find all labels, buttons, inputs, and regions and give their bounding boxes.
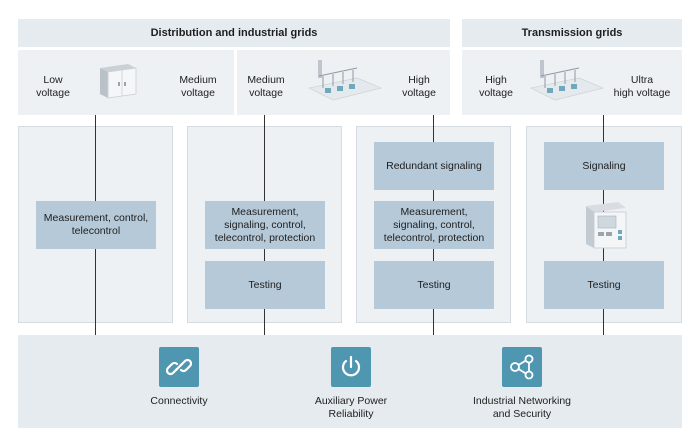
medium-voltage-label-b: Medium voltage [240, 74, 292, 100]
box-col1-main-label: Measurement, control, telecontrol [43, 212, 149, 237]
power-label-line2: Reliability [328, 408, 374, 420]
medium-voltage-a-line2: voltage [181, 87, 215, 99]
distribution-header-label: Distribution and industrial grids [150, 27, 318, 39]
networking-label-line1: Industrial Networking [472, 395, 572, 407]
box-col3-testing-label: Testing [417, 278, 451, 291]
box-col3-main-label: Measurement, signaling, control, telecon… [383, 205, 485, 244]
box-col3-testing: Testing [374, 261, 494, 309]
power-icon [331, 347, 371, 387]
box-col2-main-label: Measurement, signaling, control, telecon… [214, 205, 316, 244]
networking-label: Industrial Networking and Security [462, 395, 582, 421]
box-col4-testing-label: Testing [587, 278, 621, 291]
high-voltage-label-a: High voltage [396, 74, 442, 100]
transmission-header-label: Transmission grids [521, 27, 623, 39]
medium-voltage-b-line2: voltage [249, 87, 283, 99]
link-icon [159, 347, 199, 387]
low-voltage-line2: voltage [36, 87, 70, 99]
connectivity-label-text: Connectivity [150, 395, 208, 407]
relay-device-illustration [586, 202, 627, 249]
box-col1-main: Measurement, control, telecontrol [36, 201, 156, 249]
substation-illustration-a [308, 60, 382, 101]
low-voltage-line1: Low [43, 74, 63, 86]
connectivity-label: Connectivity [130, 395, 228, 408]
transmission-header: Transmission grids [462, 19, 682, 47]
ultra-voltage-line1: Ultra [630, 74, 654, 86]
box-col4-testing: Testing [544, 261, 664, 309]
box-col2-testing-label: Testing [248, 278, 282, 291]
ultra-voltage-line2: high voltage [613, 87, 671, 99]
box-col2-testing: Testing [205, 261, 325, 309]
medium-voltage-label-a: Medium voltage [172, 74, 224, 100]
high-voltage-a-line2: voltage [402, 87, 436, 99]
medium-voltage-a-line1: Medium [179, 74, 217, 86]
network-icon [502, 347, 542, 387]
box-col4-signaling-label: Signaling [582, 159, 626, 172]
high-voltage-b-line2: voltage [479, 87, 513, 99]
distribution-header: Distribution and industrial grids [18, 19, 450, 47]
box-col4-signaling: Signaling [544, 142, 664, 190]
box-col2-main: Measurement, signaling, control, telecon… [205, 201, 325, 249]
power-label-line1: Auxiliary Power [314, 395, 388, 407]
power-label: Auxiliary Power Reliability [300, 395, 402, 421]
high-voltage-a-line1: High [408, 74, 430, 86]
box-col3-redundant: Redundant signaling [374, 142, 494, 190]
box-col3-main: Measurement, signaling, control, telecon… [374, 201, 494, 249]
ultra-voltage-label: Ultra high voltage [608, 74, 676, 100]
medium-voltage-b-line1: Medium [247, 74, 285, 86]
box-col3-redundant-label: Redundant signaling [386, 159, 482, 172]
networking-label-line2: and Security [492, 408, 552, 420]
cabinet-illustration [100, 64, 137, 99]
substation-illustration-b [530, 60, 604, 101]
high-voltage-label-b: High voltage [472, 74, 520, 100]
high-voltage-b-line1: High [485, 74, 507, 86]
low-voltage-label: Low voltage [28, 74, 78, 100]
